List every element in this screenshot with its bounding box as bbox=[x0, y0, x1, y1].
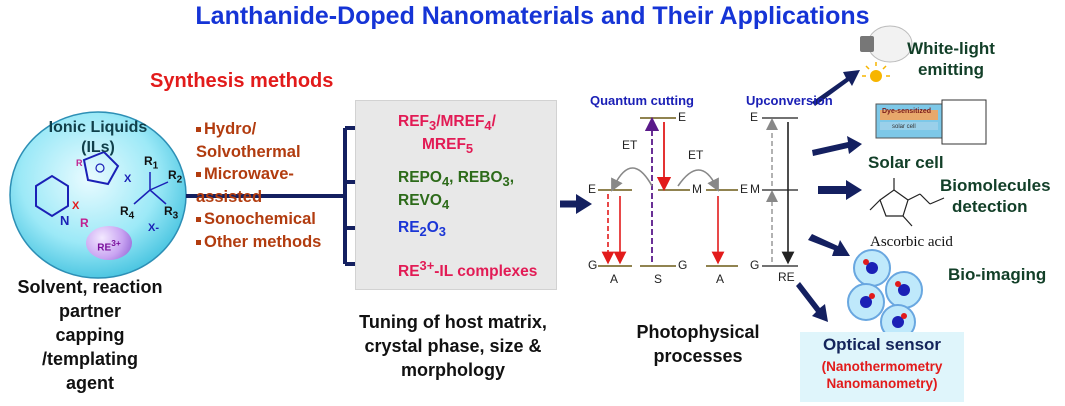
dye-cell-label-2: solar cell bbox=[892, 124, 916, 130]
ionic-liquids-label: Ionic Liquids (ILs) bbox=[48, 119, 148, 156]
quantum-cutting-label: Quantum cutting bbox=[590, 93, 694, 108]
application-arrows bbox=[796, 70, 862, 322]
solvent-caption: Solvent, reaction partner capping /templ… bbox=[17, 277, 163, 393]
method-item: Other methods bbox=[196, 231, 321, 254]
chem-r2-label: R2 bbox=[168, 168, 183, 186]
level-e-1: E bbox=[588, 182, 597, 196]
ascorbic-acid-structure bbox=[869, 178, 945, 227]
method-item: Solvothermal bbox=[196, 142, 301, 161]
chem-r3-label: R3 bbox=[164, 204, 179, 222]
upconversion-diagram bbox=[762, 117, 798, 267]
dye-cell-label: Dye-sensitized bbox=[882, 108, 932, 115]
quantum-cutting-diagram bbox=[598, 116, 738, 267]
bio-imaging-nanoparticles bbox=[847, 249, 923, 340]
chem-x2-label: X bbox=[72, 200, 80, 212]
solar-cell-label: Solar cell bbox=[868, 153, 944, 172]
imidazolium-ring bbox=[82, 150, 120, 186]
rare-earth-ion: RE3+ bbox=[86, 226, 132, 260]
level-e-2: E bbox=[678, 110, 687, 124]
synthesis-heading: Synthesis methods bbox=[150, 70, 334, 92]
synthesis-methods-list: Hydro/ Solvothermal Microwave- assisted … bbox=[196, 118, 321, 253]
upconversion-label: Upconversion bbox=[746, 93, 833, 108]
host-matrix-box bbox=[355, 100, 557, 290]
pyridinium-ring bbox=[35, 174, 69, 218]
up-level-g: G bbox=[750, 258, 760, 272]
host-fluorides: REF3/MREF4/ MREF5 bbox=[398, 113, 496, 157]
chem-n-label: N bbox=[60, 213, 70, 228]
level-g-2: G bbox=[678, 258, 688, 272]
ion-a-1: A bbox=[610, 272, 619, 286]
white-light-label: White-light emitting bbox=[907, 39, 995, 79]
solar-cell-icon bbox=[875, 99, 987, 145]
level-g-1: G bbox=[588, 258, 598, 272]
method-item: Hydro/ bbox=[196, 118, 321, 141]
up-level-m: M bbox=[750, 182, 760, 196]
page-title: Lanthanide-Doped Nanomaterials and Their… bbox=[195, 2, 870, 30]
tuning-caption: Tuning of host matrix, crystal phase, si… bbox=[359, 312, 547, 380]
chem-x3-label: X- bbox=[148, 222, 159, 234]
host-oxides: RE2O3 bbox=[398, 219, 446, 240]
ion-s: S bbox=[654, 272, 663, 286]
et-label-2: ET bbox=[688, 148, 704, 162]
method-item: Sonochemical bbox=[196, 208, 321, 231]
photophysical-caption: Photophysical processes bbox=[636, 322, 760, 366]
chem-rb-label: R bbox=[76, 158, 83, 168]
ion-re: RE bbox=[778, 270, 795, 284]
level-m-1: M bbox=[692, 182, 702, 196]
chem-r1-label: R1 bbox=[144, 154, 159, 172]
method-item: assisted bbox=[196, 187, 263, 206]
light-bulb-icon bbox=[860, 25, 913, 82]
chem-x-label: X bbox=[124, 173, 132, 185]
ascorbic-acid-label: Ascorbic acid bbox=[870, 234, 953, 250]
up-level-e: E bbox=[750, 110, 759, 124]
biomolecules-label: Biomolecules detection bbox=[940, 176, 1051, 216]
optical-sensor-box bbox=[800, 332, 964, 402]
host-phosphates: REPO4, REBO3, REVO4 bbox=[398, 169, 515, 213]
optical-sensor-sublabel: (Nanothermometry Nanomanometry) bbox=[821, 359, 943, 391]
ion-a-2: A bbox=[716, 272, 725, 286]
level-e-3: E bbox=[740, 182, 749, 196]
et-label-1: ET bbox=[622, 138, 638, 152]
chem-r4-label: R4 bbox=[120, 204, 135, 222]
method-item: Microwave- bbox=[196, 163, 321, 186]
chem-r-label: R bbox=[80, 216, 89, 230]
host-il-complexes: RE3+-IL complexes bbox=[398, 258, 538, 281]
bio-imaging-label: Bio-imaging bbox=[948, 265, 1047, 284]
optical-sensor-label: Optical sensor bbox=[822, 335, 942, 354]
